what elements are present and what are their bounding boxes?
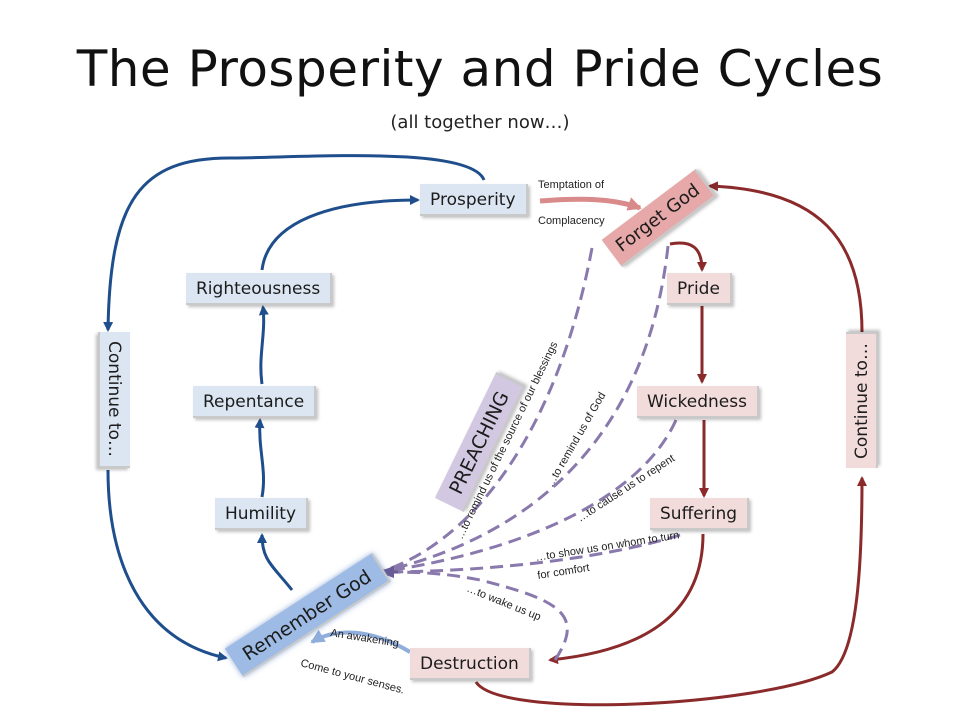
arrow-continue-right-to-forget-god bbox=[708, 181, 864, 333]
dash-from-forget-god-1 bbox=[379, 247, 594, 574]
node-wickedness: Wickedness bbox=[637, 386, 759, 418]
node-pride: Pride bbox=[667, 273, 732, 305]
node-suffering: Suffering bbox=[650, 498, 750, 530]
arrow-repentance-to-righteousness bbox=[258, 305, 269, 385]
node-continue-left: Continue to… bbox=[98, 332, 130, 468]
arrow-remember-god-to-humility bbox=[257, 533, 294, 591]
arrow-temptation-of-complacency bbox=[539, 196, 642, 211]
dash-from-forget-god-2 bbox=[379, 245, 670, 574]
arrow-humility-to-repentance bbox=[254, 418, 266, 498]
arrow-prosperity-to-continue-left bbox=[103, 154, 486, 332]
node-righteousness: Righteousness bbox=[186, 273, 333, 305]
node-repentance: Repentance bbox=[193, 386, 317, 418]
arrow-destruction-to-continue-right bbox=[474, 476, 867, 707]
arrow-awakening bbox=[310, 629, 412, 654]
node-destruction: Destruction bbox=[410, 648, 531, 680]
arrow-continue-left-to-remember-god bbox=[106, 469, 228, 662]
arrow-forget-god-to-pride bbox=[669, 241, 707, 272]
label-wake: …to wake us up bbox=[465, 583, 543, 624]
label-awakening: An awakening bbox=[330, 627, 400, 650]
label-whom-2: for comfort bbox=[537, 562, 591, 582]
label-remind-god: …to remind us of God bbox=[544, 390, 608, 489]
label-temptation-1: Temptation of bbox=[538, 179, 605, 191]
label-temptation-2: Complacency bbox=[538, 215, 605, 227]
arrow-righteousness-to-prosperity bbox=[260, 195, 420, 271]
node-continue-right: Continue to… bbox=[846, 332, 878, 468]
dash-from-destruction bbox=[379, 570, 569, 661]
page-title: The Prosperity and Pride Cycles bbox=[76, 40, 884, 98]
arrow-suffering-to-destruction bbox=[548, 533, 705, 665]
page-subtitle: (all together now…) bbox=[390, 112, 570, 133]
node-humility: Humility bbox=[215, 498, 309, 530]
node-prosperity: Prosperity bbox=[420, 184, 528, 216]
label-senses: Come to your senses. bbox=[299, 657, 405, 696]
label-whom-1: …to show us on whom to turn bbox=[535, 529, 681, 564]
dash-from-wickedness bbox=[379, 419, 678, 574]
